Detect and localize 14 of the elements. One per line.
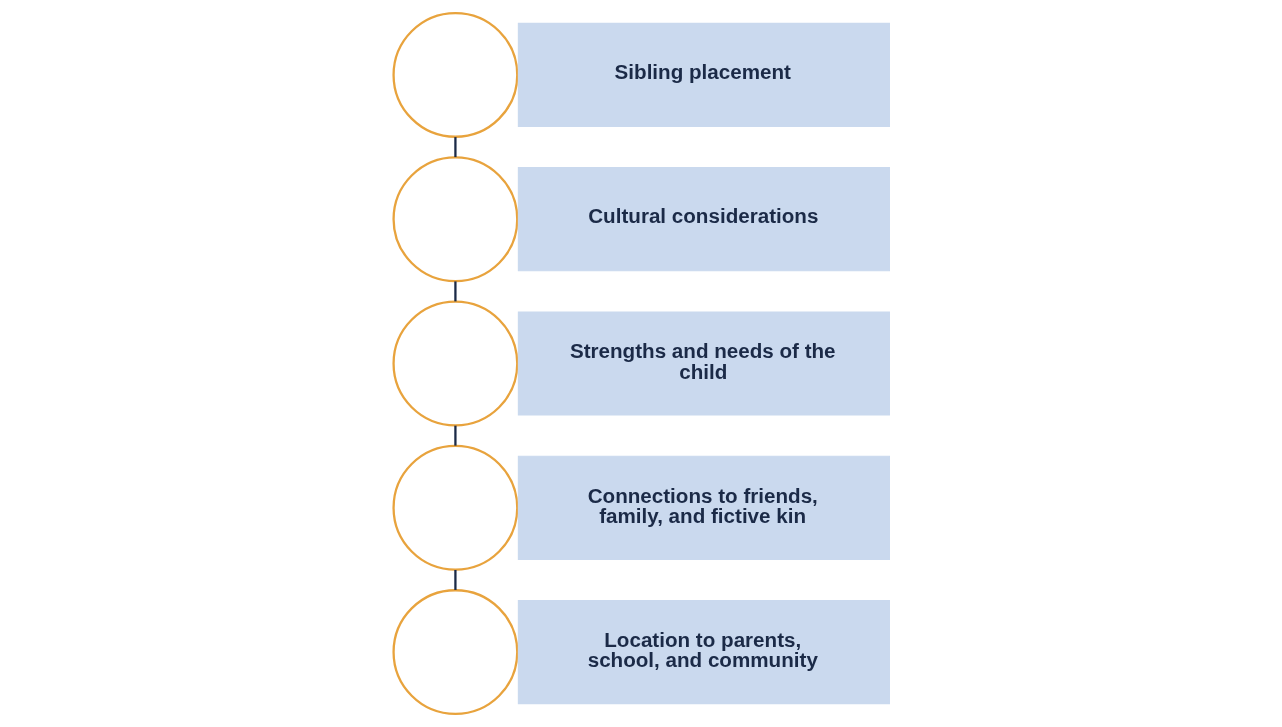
- node-circle: [391, 589, 518, 716]
- node-circle: [391, 11, 518, 138]
- node-box: Sibling placement: [517, 22, 890, 128]
- connector: [453, 281, 457, 302]
- connector: [453, 137, 457, 158]
- node-box: Cultural considerations: [517, 167, 890, 272]
- node-box: Location to parents, school, and community: [517, 599, 890, 705]
- node-circle: [391, 156, 518, 283]
- node-box: Strengths and needs of the child: [517, 311, 890, 416]
- node-circle: [391, 300, 518, 427]
- connector: [453, 425, 457, 446]
- connector: [453, 570, 457, 590]
- node-circle: [391, 444, 518, 571]
- node-box: Connections to friends, family, and fictive kin: [517, 455, 890, 560]
